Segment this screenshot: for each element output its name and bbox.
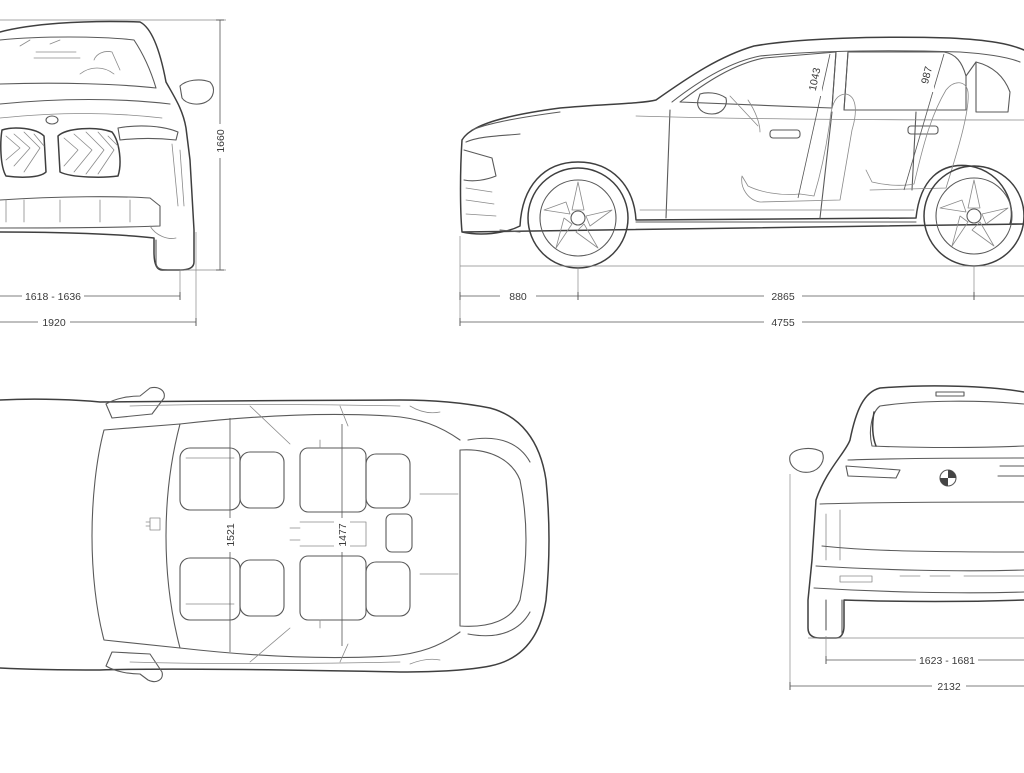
length-label: 4755	[771, 317, 795, 329]
top-body-outline	[0, 399, 549, 672]
rear-view: 1623 - 1681 2132	[790, 386, 1024, 693]
rear-window	[870, 401, 1024, 447]
wheelbase-label: 2865	[771, 291, 795, 303]
rear-seat-ghost	[866, 83, 968, 190]
top-rear-window	[460, 450, 526, 627]
side-rear-wheel	[924, 166, 1024, 266]
side-rear-window	[844, 52, 966, 110]
kidney-grille	[1, 128, 120, 177]
rear-tire	[826, 600, 842, 634]
front-tire	[156, 240, 182, 270]
front-headlight	[118, 126, 178, 140]
front-width-label: 1920	[42, 317, 66, 329]
rear-logo	[940, 470, 956, 486]
rear-body-outline	[808, 386, 1024, 638]
side-front-wheel	[528, 168, 628, 268]
front-height-label: 1660	[215, 129, 227, 153]
front-windshield	[0, 37, 156, 88]
top-mirror-right	[106, 652, 162, 682]
rear-taillight	[846, 466, 900, 478]
front-track-label: 1618 - 1636	[25, 291, 81, 303]
front-door-handle	[770, 130, 800, 138]
front-overhang-label: 880	[509, 291, 527, 303]
front-mirror	[180, 80, 213, 104]
width-with-mirrors-label: 2132	[937, 681, 961, 693]
front-interior-width-label: 1521	[225, 523, 237, 547]
top-mirror-left	[106, 387, 164, 418]
rear-door-handle	[908, 126, 938, 134]
front-body-outline	[0, 21, 194, 270]
side-view: 1043 987 880 2865 4755	[460, 37, 1024, 329]
rear-track-label: 1623 - 1681	[919, 655, 975, 667]
side-body-outline	[461, 37, 1024, 234]
rear-mirror	[790, 449, 824, 473]
top-view: 1521 1477	[0, 387, 549, 681]
rear-interior-width-label: 1477	[337, 523, 349, 547]
top-windshield	[92, 424, 180, 648]
front-seat-ghost	[742, 94, 856, 202]
top-rear-seats	[300, 440, 412, 628]
front-view: 1660 1618 - 1636 1920	[0, 20, 228, 329]
